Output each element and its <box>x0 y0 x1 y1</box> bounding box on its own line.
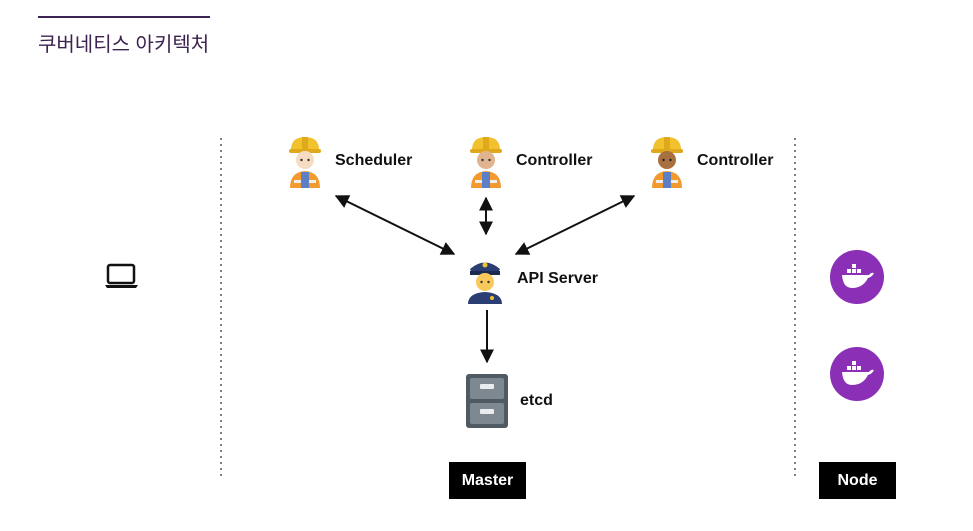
controller-label-2: Controller <box>697 152 774 169</box>
api-server-node: API Server <box>463 254 598 304</box>
police-officer-icon <box>468 262 502 304</box>
node-tag: Node <box>819 462 896 499</box>
api-server-label: API Server <box>517 270 598 287</box>
page-title: 쿠버네티스 아키텍처 <box>38 34 210 56</box>
controller-node-1: Controller <box>466 134 592 188</box>
docker-node-1 <box>830 250 884 304</box>
laptop-icon <box>105 263 138 288</box>
construction-worker-icon <box>289 137 321 188</box>
docker-whale-icon <box>842 361 874 385</box>
etcd-node: etcd <box>464 374 553 428</box>
controller-node-2: Controller <box>647 134 773 188</box>
docker-node-2 <box>830 347 884 401</box>
title-rule <box>38 16 210 18</box>
scheduler-node: Scheduler <box>285 134 412 188</box>
construction-worker-icon <box>470 137 502 188</box>
construction-worker-icon <box>651 137 683 188</box>
master-tag: Master <box>449 462 526 499</box>
docker-whale-icon <box>842 264 874 288</box>
arrow-controller2-api <box>514 195 636 255</box>
scheduler-label: Scheduler <box>335 152 413 169</box>
etcd-label: etcd <box>520 392 553 409</box>
arrow-scheduler-api <box>334 195 456 255</box>
controller-label-1: Controller <box>516 152 593 169</box>
file-cabinet-icon <box>466 374 508 428</box>
